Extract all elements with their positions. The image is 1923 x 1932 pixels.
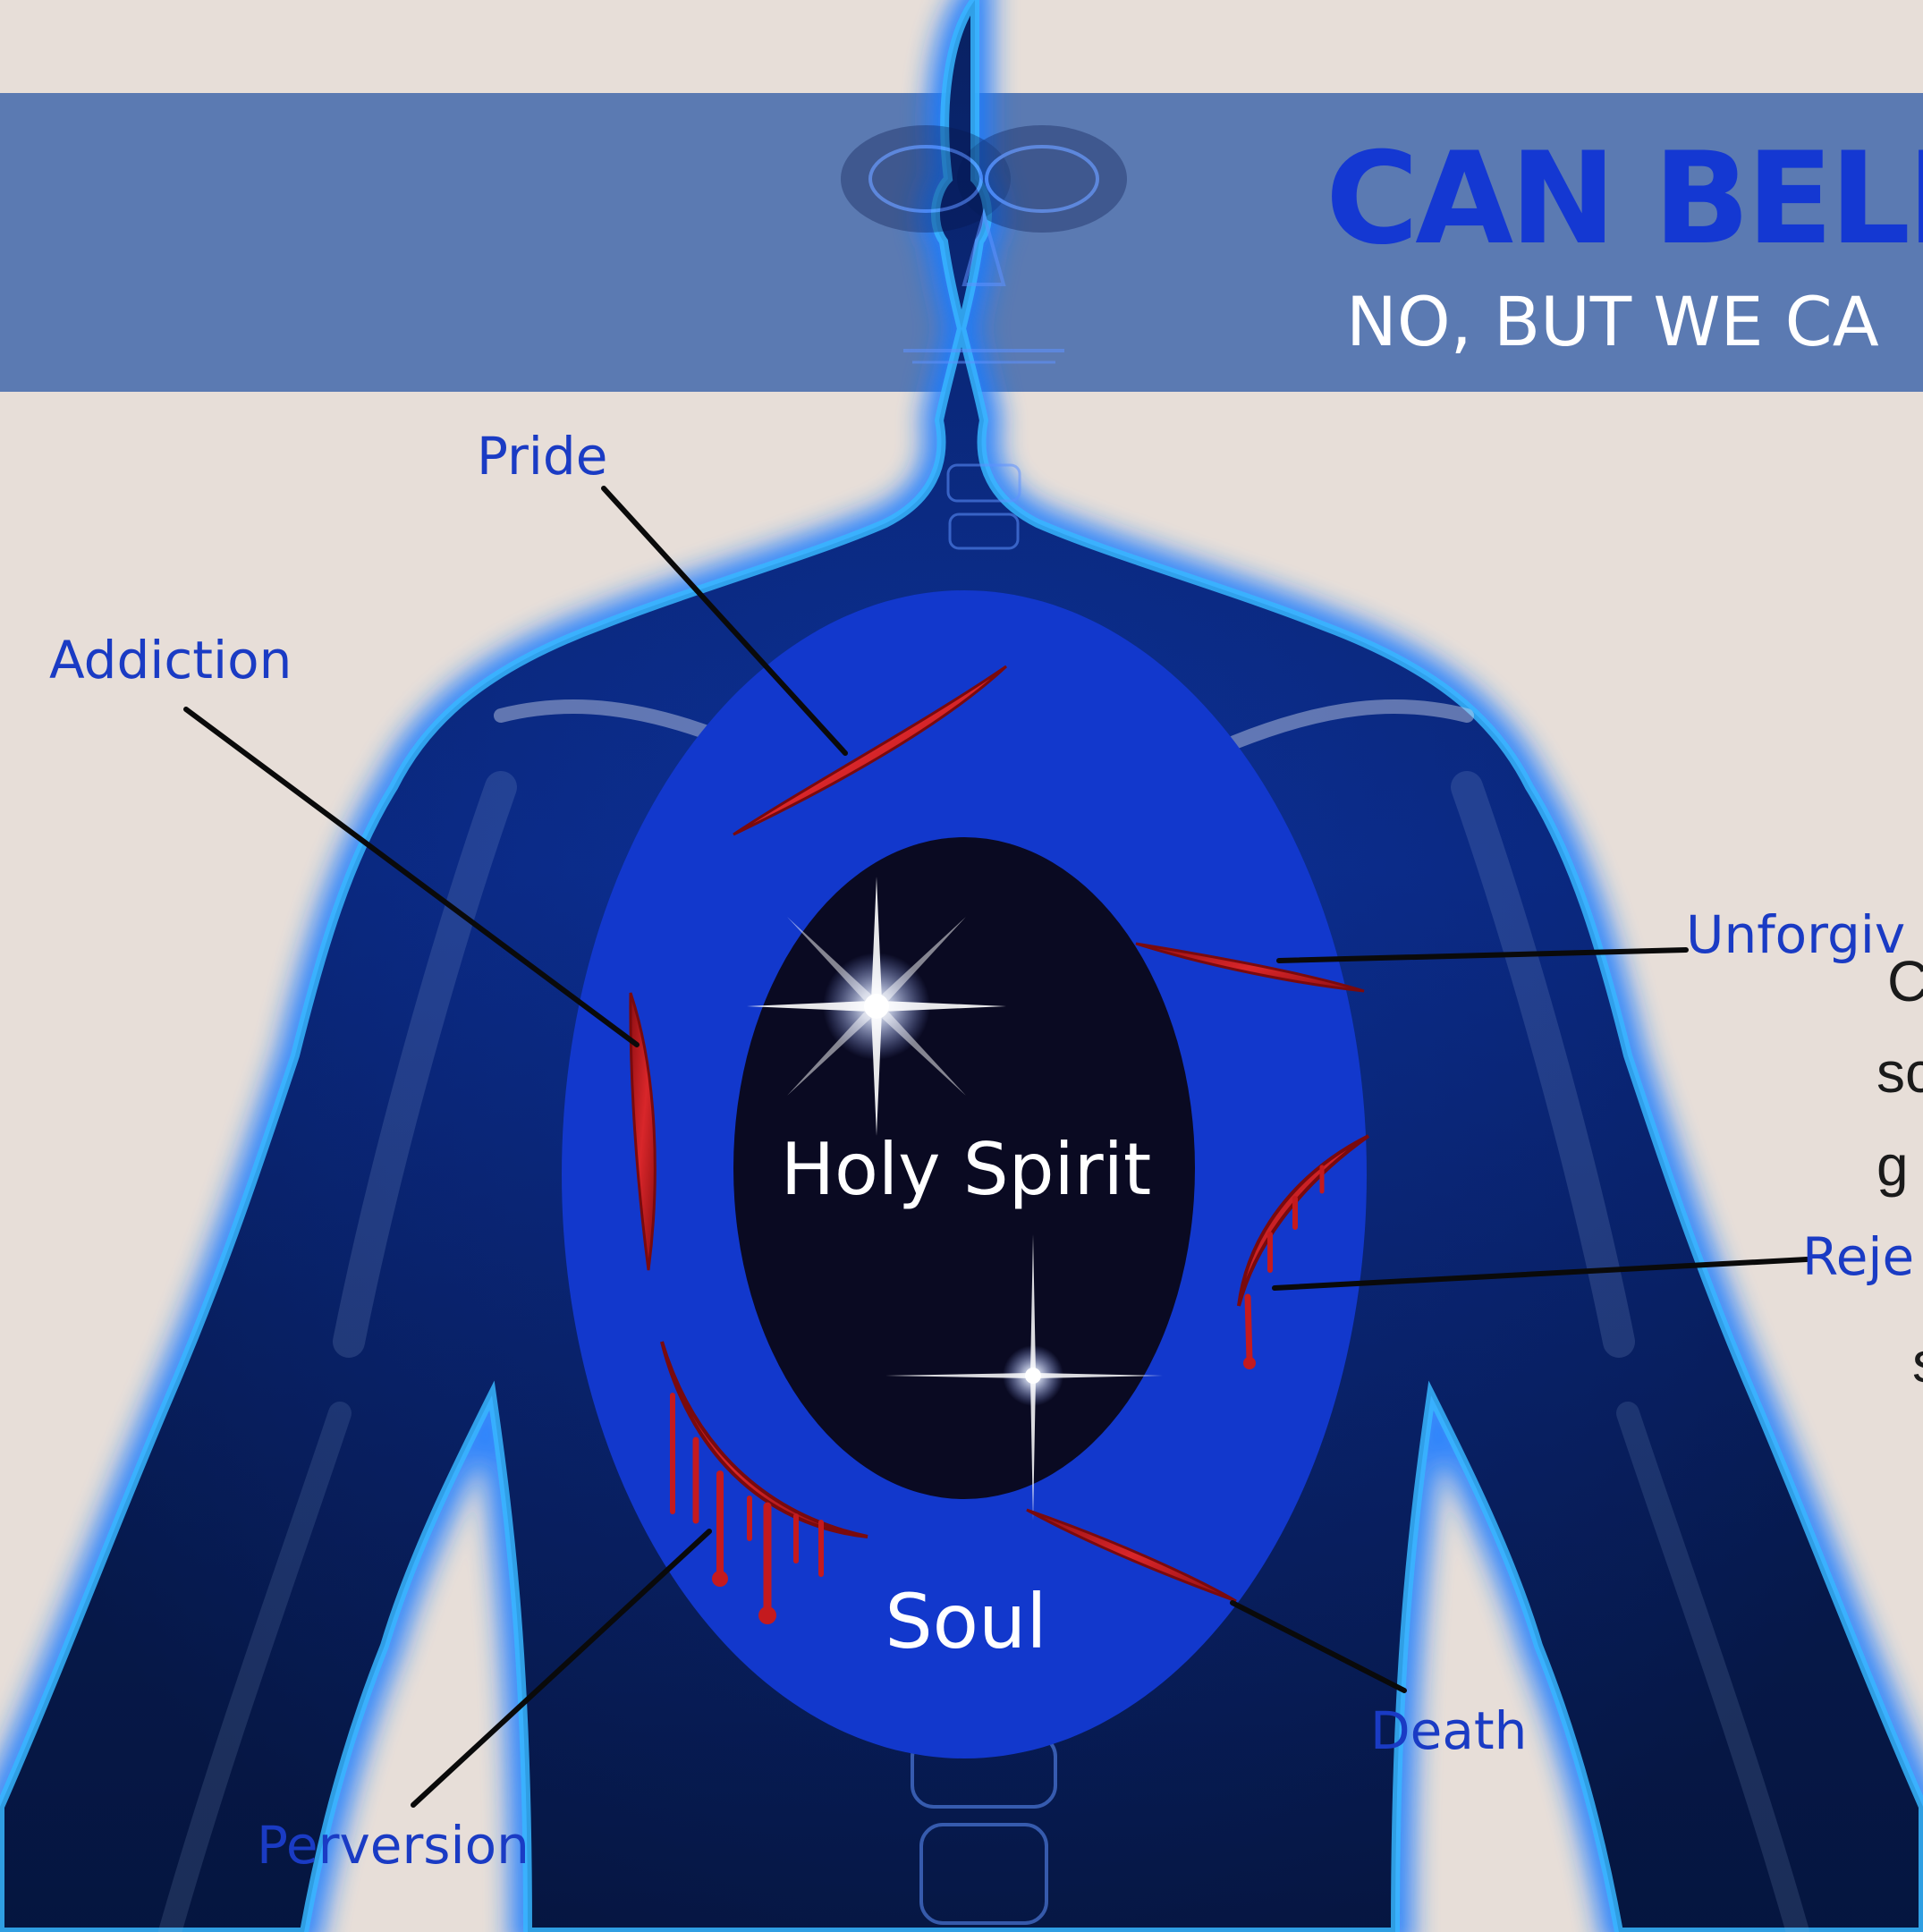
outer-label: Soul	[885, 1578, 1046, 1665]
label-death: Death	[1370, 1700, 1527, 1761]
label-perversion: Perversion	[257, 1815, 529, 1876]
label-addiction: Addiction	[49, 630, 292, 691]
label-rejection: Reje	[1802, 1226, 1914, 1287]
page-subtitle: NO, BUT WE CA	[1346, 282, 1879, 361]
side-text-1: C	[1887, 948, 1923, 1014]
side-text-4: s	[1912, 1329, 1923, 1395]
label-pride: Pride	[477, 426, 607, 487]
page-title: CAN BELI	[1326, 125, 1923, 273]
label-unforgiveness: Unforgiv	[1686, 904, 1905, 965]
side-text-2: sc	[1876, 1039, 1923, 1106]
side-text-3: g	[1876, 1132, 1909, 1199]
inner-label: Holy Spirit	[781, 1128, 1151, 1211]
